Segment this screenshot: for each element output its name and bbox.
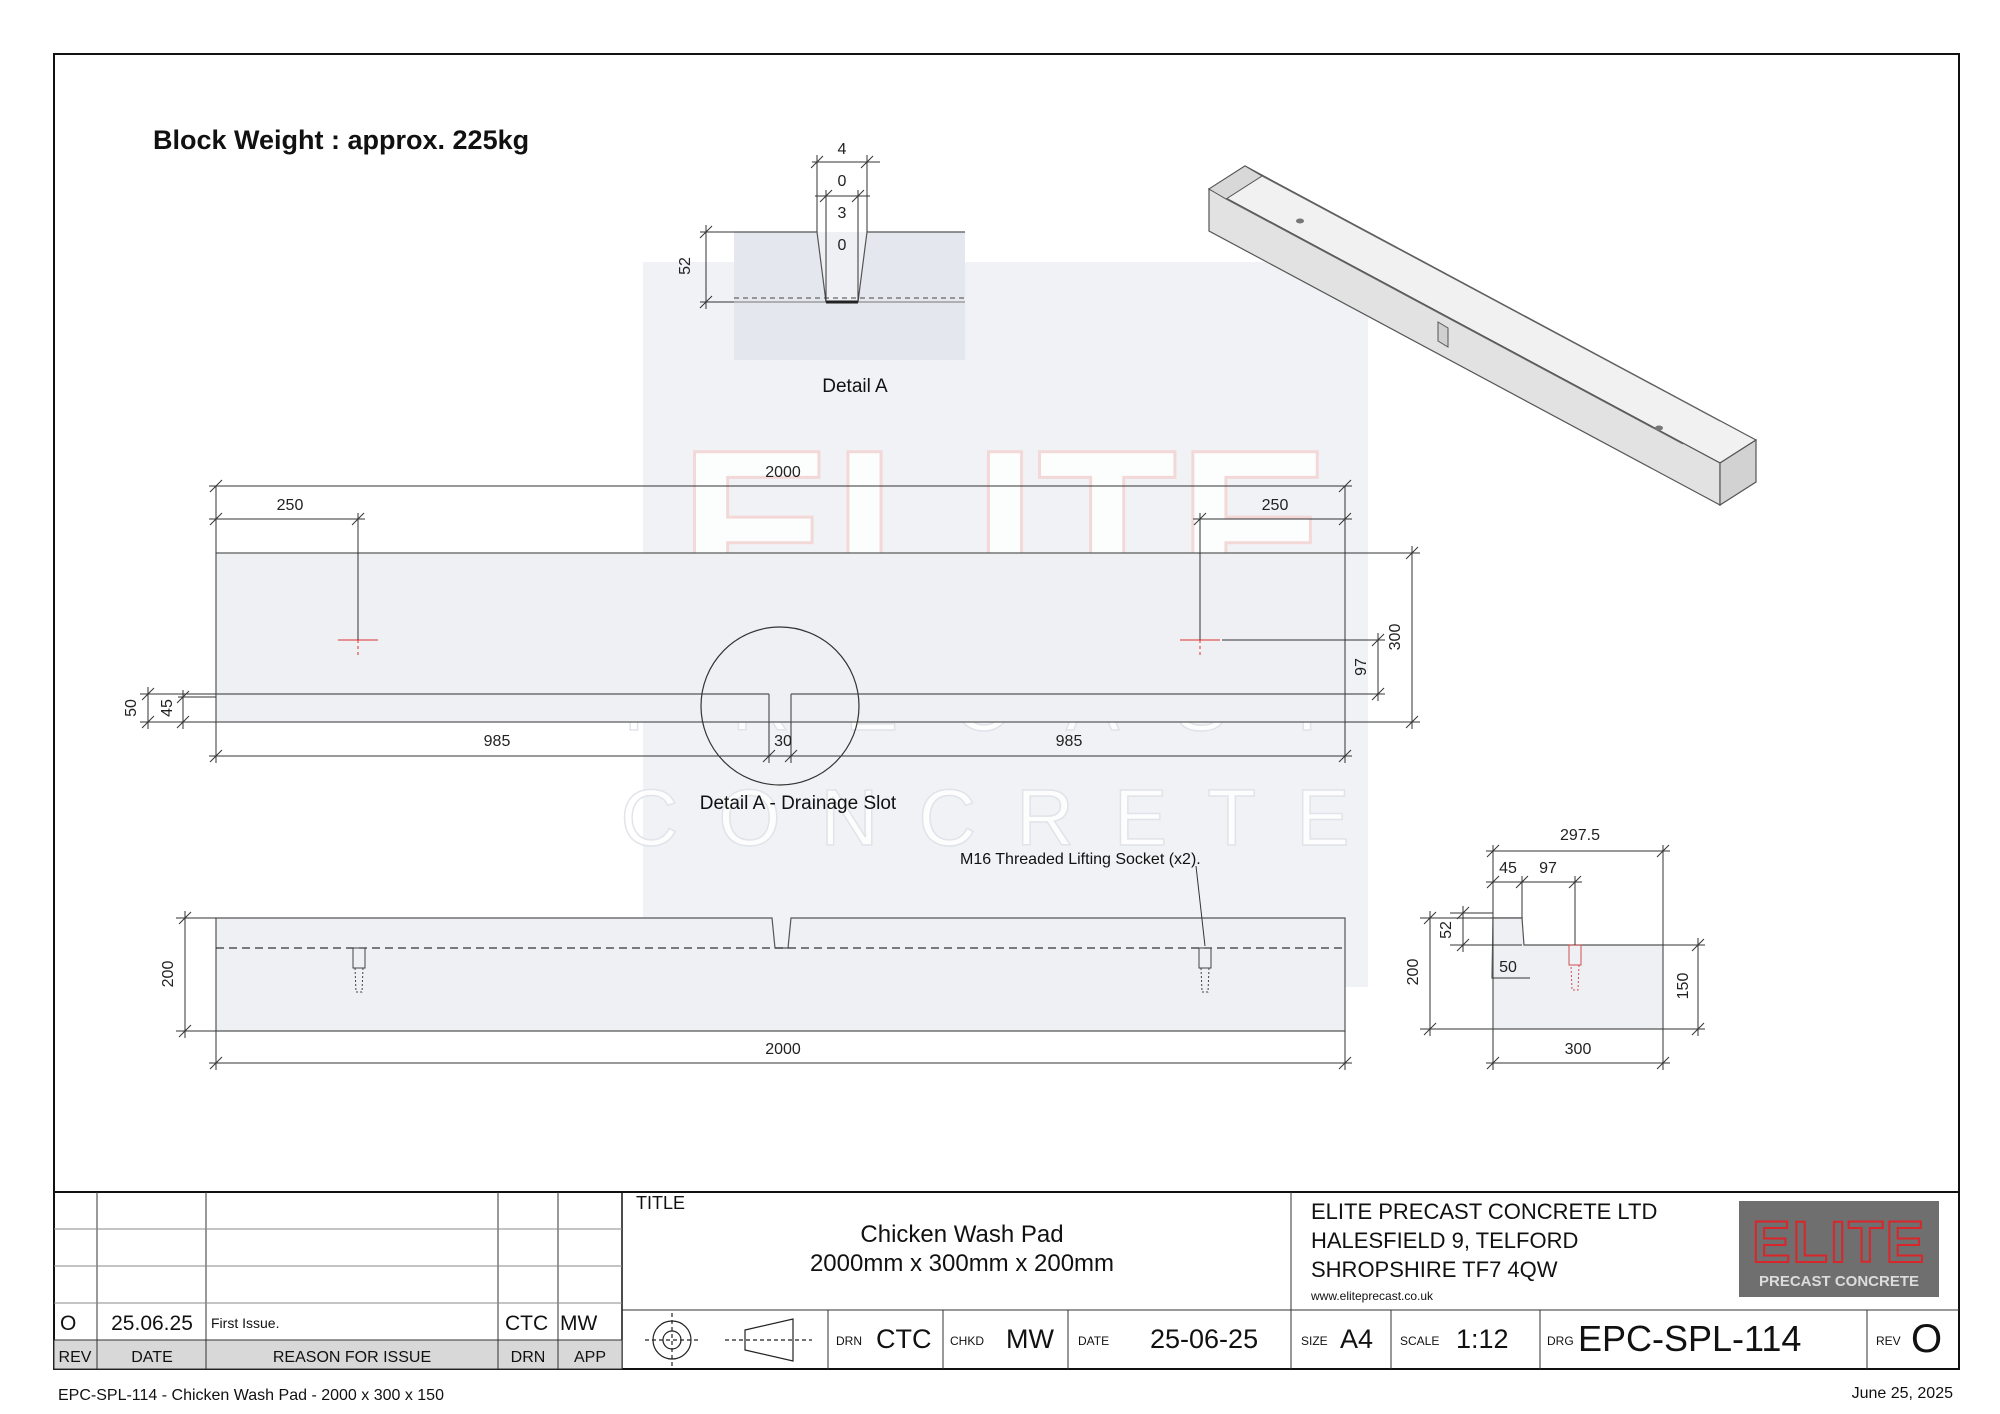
side-elevation: M16 Threaded Lifting Socket (x2). 200 20… — [160, 851, 1352, 1070]
footer-left: EPC-SPL-114 - Chicken Wash Pad - 2000 x … — [58, 1387, 444, 1404]
rev-header-date: DATE — [131, 1349, 172, 1366]
lifting-socket-left — [352, 947, 366, 993]
title-block: REV DATE REASON FOR ISSUE DRN APP O 25.0… — [53, 1191, 1959, 1370]
footer-right: June 25, 2025 — [1852, 1385, 1954, 1402]
watermark-line3: CONCRETE — [621, 773, 1390, 862]
isometric-view — [1207, 165, 1758, 507]
revision-reason: First Issue. — [211, 1315, 279, 1331]
plan-dim-overall: 2000 — [765, 464, 801, 481]
date-label: DATE — [1078, 1334, 1109, 1348]
socket-note: M16 Threaded Lifting Socket (x2). — [960, 851, 1201, 868]
company-website: www.eliteprecast.co.uk — [1310, 1289, 1434, 1303]
detail-a-circle — [700, 626, 860, 786]
revision-app: MW — [560, 1312, 597, 1335]
title-line1: Chicken Wash Pad — [860, 1221, 1063, 1248]
rev-header-rev: REV — [59, 1349, 92, 1366]
plan-dim-slot-inner: 45 — [159, 699, 176, 717]
block-weight-label: Block Weight : approx. 225kg — [153, 125, 529, 155]
revision-rev: O — [60, 1312, 76, 1335]
revision-date: 25.06.25 — [111, 1312, 193, 1335]
plan-dim-slot-outer: 50 — [123, 699, 140, 717]
plan-dim-socket-offset: 97 — [1353, 658, 1370, 676]
elevation-dim-height: 200 — [160, 961, 177, 988]
detail-a-callout: Detail A - Drainage Slot — [700, 793, 897, 814]
rev-header-drn: DRN — [511, 1349, 546, 1366]
section-dim-height: 200 — [1405, 959, 1422, 986]
company-line2: HALESFIELD 9, TELFORD — [1311, 1228, 1578, 1253]
end-section: 297.5 45 97 52 50 200 150 — [1405, 827, 1705, 1070]
detail-a-dim-top-2: 0 — [838, 173, 847, 190]
title-label: TITLE — [636, 1193, 685, 1213]
company-line1: ELITE PRECAST CONCRETE LTD — [1311, 1199, 1657, 1224]
size-label: SIZE — [1301, 1334, 1328, 1348]
company-line3: SHROPSHIRE TF7 4QW — [1311, 1257, 1558, 1282]
detail-a: 52 4 0 3 0 Detail A — [677, 141, 965, 397]
rev-header-reason: REASON FOR ISSUE — [273, 1349, 431, 1366]
logo-main: ELITE — [1752, 1210, 1926, 1275]
plan-dim-width: 300 — [1387, 624, 1404, 651]
detail-a-label: Detail A — [822, 376, 888, 397]
plan-dim-left-seg: 985 — [484, 733, 511, 750]
section-dim-body: 150 — [1675, 973, 1692, 1000]
elevation-dim-length: 2000 — [765, 1041, 801, 1058]
drg-label: DRG — [1547, 1334, 1574, 1348]
detail-a-dim-mid-2: 0 — [838, 237, 847, 254]
detail-a-dim-depth: 52 — [677, 257, 694, 275]
lifting-socket-right — [1198, 947, 1212, 993]
date-value: 25-06-25 — [1150, 1324, 1258, 1354]
chkd-value: MW — [1006, 1324, 1054, 1354]
plan-dim-right-socket: 250 — [1262, 497, 1289, 514]
revision-drn: CTC — [505, 1312, 548, 1335]
section-dim-a: 45 — [1499, 860, 1517, 877]
plan-dim-right-seg: 985 — [1056, 733, 1083, 750]
title-line2: 2000mm x 300mm x 200mm — [810, 1250, 1114, 1277]
company-logo: ELITE PRECAST CONCRETE — [1739, 1201, 1939, 1297]
scale-value: 1:12 — [1456, 1324, 1509, 1354]
section-dim-top: 297.5 — [1560, 827, 1600, 844]
section-dim-step: 50 — [1499, 959, 1517, 976]
rev-value: O — [1911, 1317, 1942, 1361]
scale-label: SCALE — [1400, 1334, 1439, 1348]
logo-sub: PRECAST CONCRETE — [1759, 1273, 1919, 1290]
rev-label: REV — [1876, 1334, 1901, 1348]
plan-view: Detail A - Drainage Slot 2000 250 250 30… — [123, 464, 1420, 814]
projection-symbol-icon — [645, 1313, 812, 1367]
sheet-border — [53, 53, 1960, 1370]
plan-dim-slot-width: 30 — [774, 733, 792, 750]
drg-value: EPC-SPL-114 — [1578, 1318, 1801, 1359]
plan-dim-left-socket: 250 — [277, 497, 304, 514]
chkd-label: CHKD — [950, 1334, 984, 1348]
detail-a-dim-top-1: 4 — [838, 141, 847, 158]
size-value: A4 — [1340, 1324, 1373, 1354]
drn-label: DRN — [836, 1334, 862, 1348]
section-dim-b: 97 — [1539, 860, 1557, 877]
rev-header-app: APP — [574, 1349, 606, 1366]
drn-value: CTC — [876, 1324, 932, 1354]
section-dim-base: 300 — [1565, 1041, 1592, 1058]
section-dim-lip: 52 — [1438, 921, 1455, 939]
detail-a-dim-mid-1: 3 — [838, 205, 847, 222]
